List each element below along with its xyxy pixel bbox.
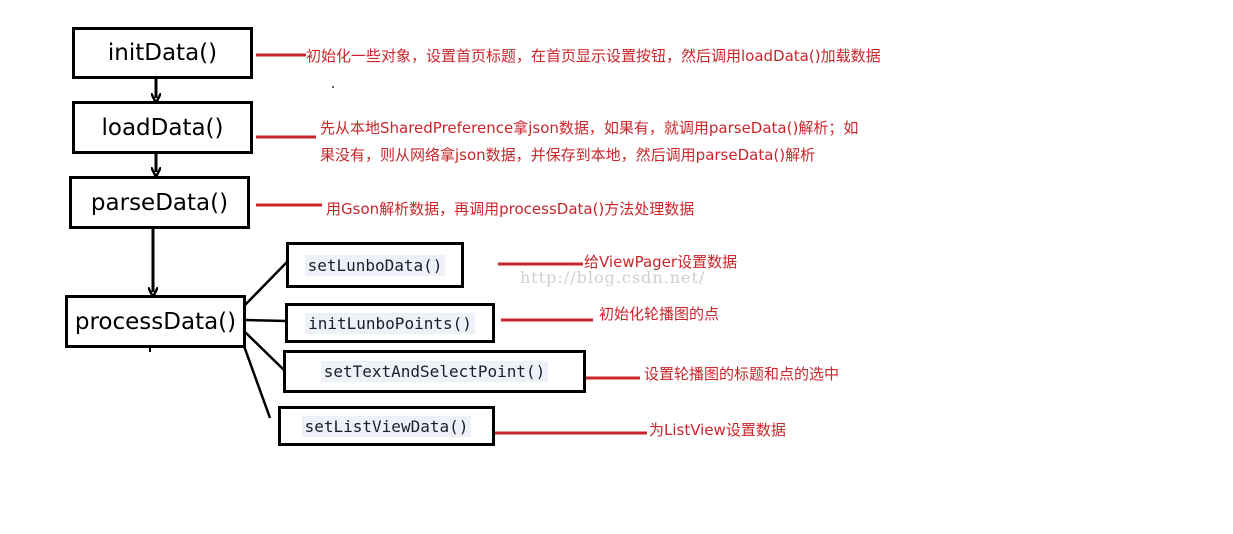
load-data-label: loadData() <box>101 114 224 141</box>
parse-data-box: parseData() <box>69 176 250 229</box>
set-lunbo-data-label: setLunboData() <box>304 254 446 276</box>
note-parse: 用Gson解析数据，再调用processData()方法处理数据 <box>326 200 695 218</box>
set-text-and-select-point-box: setTextAndSelectPoint() <box>283 350 586 393</box>
note-listview: 为ListView设置数据 <box>649 421 786 439</box>
load-data-box: loadData() <box>72 101 253 154</box>
set-list-view-data-label: setListViewData() <box>301 415 472 437</box>
branch-lunbo-points <box>244 318 288 323</box>
init-lunbo-points-label: initLunboPoints() <box>305 312 475 334</box>
init-data-label: initData() <box>107 40 218 66</box>
branch-listview <box>242 345 272 419</box>
init-lunbo-points-box: initLunboPoints() <box>285 303 495 343</box>
note-load-line1: 先从本地SharedPreference拿json数据，如果有，就调用parse… <box>320 119 859 137</box>
stray-dot <box>332 86 334 88</box>
branch-select-point <box>244 331 285 371</box>
set-list-view-data-box: setListViewData() <box>278 406 495 446</box>
note-select-point: 设置轮播图的标题和点的选中 <box>644 365 840 383</box>
parse-data-label: parseData() <box>90 189 229 216</box>
note-lunbo-points: 初始化轮播图的点 <box>599 305 720 323</box>
set-lunbo-data-box: setLunboData() <box>286 242 464 288</box>
note-load-line2: 果没有，则从网络拿json数据，并保存到本地，然后调用parseData()解析 <box>320 146 816 164</box>
set-text-and-select-point-label: setTextAndSelectPoint() <box>320 361 549 382</box>
process-data-box: processData() <box>65 295 246 348</box>
note-lunbo-data: 给ViewPager设置数据 <box>584 253 738 271</box>
watermark-text: http://blog.csdn.net/ <box>520 268 706 287</box>
init-data-box: initData() <box>72 27 253 79</box>
note-init: 初始化一些对象，设置首页标题，在首页显示设置按钮，然后调用loadData()加… <box>306 47 881 65</box>
branch-lunbo-data <box>244 261 288 306</box>
process-data-label: processData() <box>74 308 237 335</box>
